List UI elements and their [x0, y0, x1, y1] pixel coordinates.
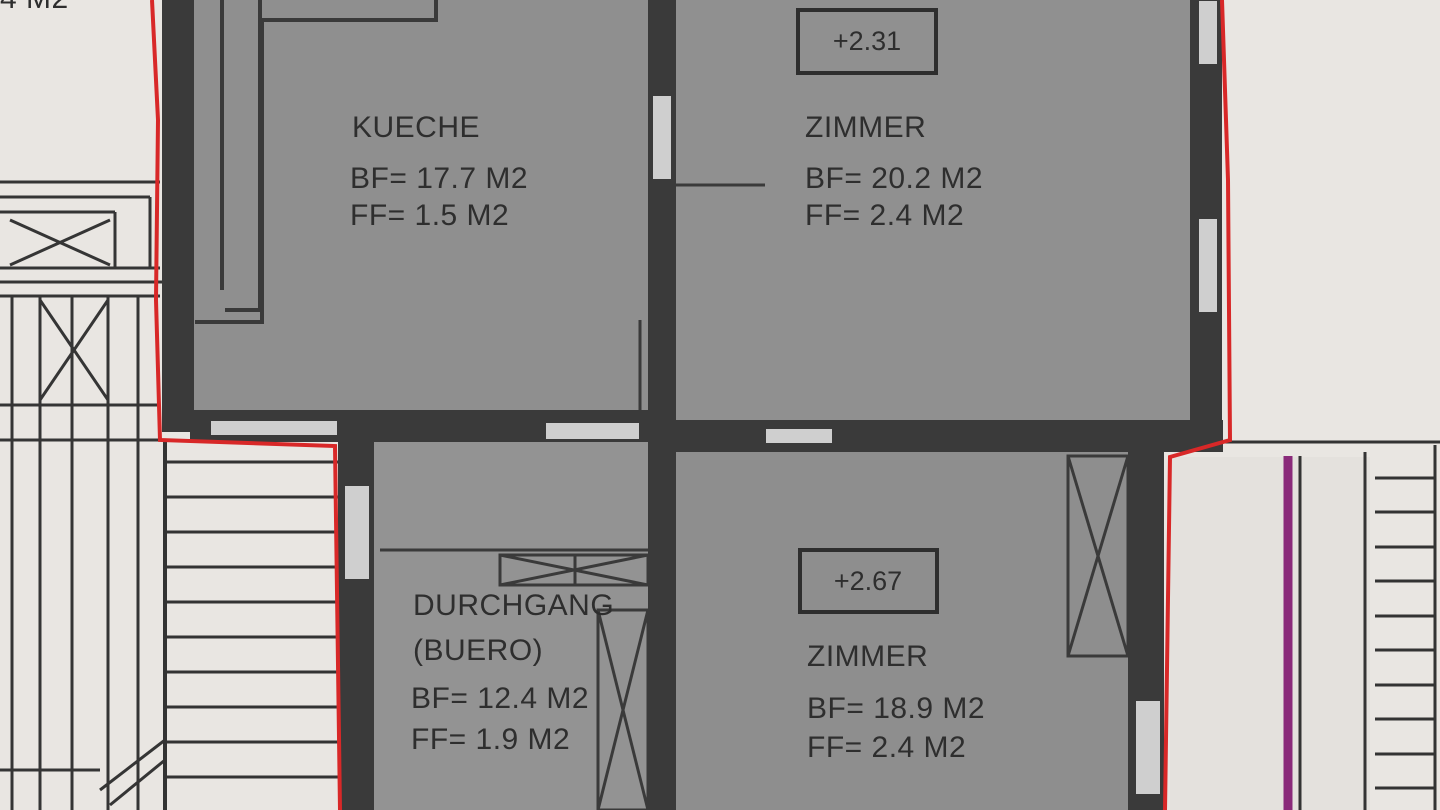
- red-boundary-outline: [150, 0, 1233, 810]
- room-kueche-bf: BF= 17.7 M2: [350, 162, 528, 195]
- wardrobe-box: [1066, 454, 1130, 658]
- corner-area-label: 4 M2: [0, 0, 69, 15]
- room-durchgang-fill: [372, 440, 655, 810]
- room-zimmer-bottom-name: ZIMMER: [807, 640, 928, 673]
- room-durchgang-ff: FF= 1.9 M2: [411, 723, 570, 756]
- room-zimmer-top-name: ZIMMER: [805, 111, 926, 144]
- door-lines: [380, 183, 765, 810]
- room-zimmer-bottom-fill: [675, 447, 1135, 810]
- room-durchgang-bf: BF= 12.4 M2: [411, 682, 589, 715]
- level-box-top: [796, 8, 938, 75]
- room-kueche-ff: FF= 1.5 M2: [350, 199, 509, 232]
- right-light-area: [1170, 457, 1370, 810]
- room-durchgang-subname: (BUERO): [413, 634, 543, 667]
- left-stair-grid: [0, 180, 166, 810]
- window-openings: [209, 0, 1219, 796]
- level-label-top: +2.31: [833, 26, 901, 56]
- stair-treads: [163, 440, 338, 810]
- room-durchgang-name: DURCHGANG: [413, 589, 614, 622]
- right-stair-treads: [1225, 440, 1440, 810]
- room-zimmer-top-ff: FF= 2.4 M2: [805, 199, 964, 232]
- level-box-bottom: [798, 548, 939, 614]
- room-zimmer-bottom-bf: BF= 18.9 M2: [807, 692, 985, 725]
- room-zimmer-bottom-ff: FF= 2.4 M2: [807, 731, 966, 764]
- kitchen-counter: [195, 0, 438, 324]
- room-kueche-name: KUECHE: [352, 111, 480, 144]
- room-kueche-fill: [190, 0, 650, 415]
- room-zimmer-top-bf: BF= 20.2 M2: [805, 162, 983, 195]
- level-label-bottom: +2.67: [834, 566, 902, 596]
